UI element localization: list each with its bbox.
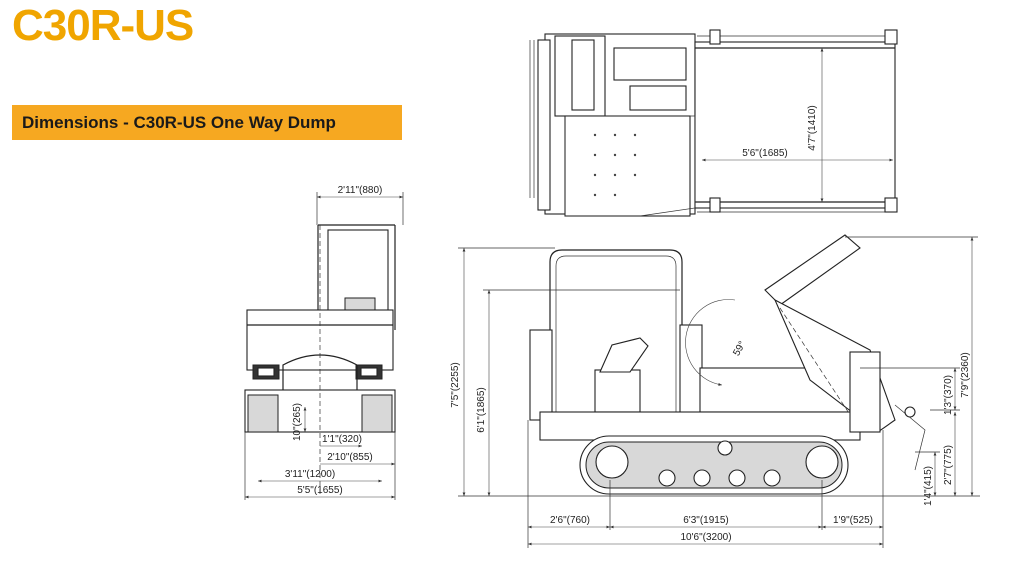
dim-side-1-9: 1'9"(525) (833, 515, 873, 526)
dim-front-5-5: 5'5"(1655) (297, 485, 343, 496)
dim-side-6-3: 6'3"(1915) (683, 515, 729, 526)
dim-side-7-9: 7'9"(2360) (960, 352, 971, 398)
dim-side-angle: 59° (731, 339, 748, 358)
dim-side-1-3: 1'3"(370) (943, 375, 954, 415)
dim-side-6-1: 6'1"(1865) (476, 387, 487, 433)
side-view (458, 234, 980, 548)
dim-top-4-7: 4'7"(1410) (807, 105, 818, 151)
section-banner: Dimensions - C30R-US One Way Dump (12, 105, 402, 140)
dim-front-3-11: 3'11"(1200) (285, 469, 335, 480)
dim-front-10: 10"(265) (292, 403, 303, 441)
dim-front-1-1: 1'1"(320) (322, 434, 362, 445)
dim-front-top-width: 2'11"(880) (338, 185, 383, 196)
dim-front-2-10: 2'10"(855) (327, 452, 373, 463)
dim-side-10-6: 10'6"(3200) (680, 532, 731, 543)
dim-side-2-6: 2'6"(760) (550, 515, 590, 526)
dim-side-7-5: 7'5"(2255) (450, 362, 461, 408)
dim-top-5-6: 5'6"(1685) (742, 148, 788, 159)
model-title: C30R-US (12, 1, 194, 50)
front-view (244, 192, 404, 500)
dim-side-1-4: 1'4"(415) (923, 466, 934, 506)
dim-side-2-7: 2'7"(775) (943, 445, 954, 485)
section-title: Dimensions - C30R-US One Way Dump (22, 112, 336, 132)
top-view (529, 29, 898, 217)
